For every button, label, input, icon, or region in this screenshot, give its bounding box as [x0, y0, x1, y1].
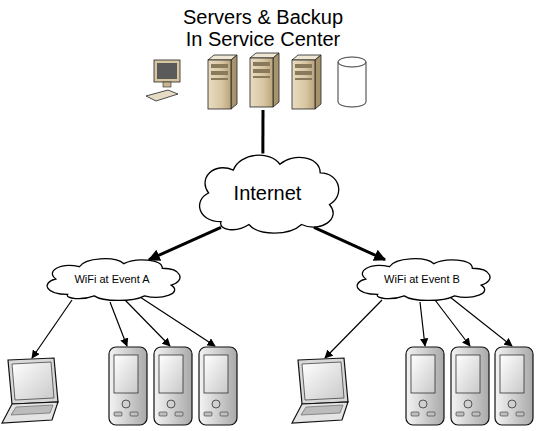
- laptop-icon: [2, 358, 58, 423]
- laptop-icon: [292, 358, 348, 423]
- backup-cylinder: [338, 57, 366, 107]
- pda-icon: [199, 347, 237, 425]
- connector-arrow: [314, 227, 385, 259]
- server-icon: [208, 55, 237, 109]
- workstation-icon: [146, 60, 180, 101]
- network-cloud: WiFi at Event B: [348, 256, 496, 302]
- pda-icon: [451, 347, 489, 425]
- group-heading: Servers & Backup In Service Center: [176, 6, 351, 50]
- network-cloud: WiFi at Event A: [38, 256, 186, 302]
- pda-icon: [154, 347, 192, 425]
- connector-arrow: [149, 227, 221, 259]
- pda-icon: [109, 347, 147, 425]
- network-cloud: Internet: [190, 150, 345, 236]
- server-icon: [250, 53, 279, 107]
- server-icon: [292, 55, 321, 109]
- pda-icon: [406, 347, 444, 425]
- cloud-label: WiFi at Event A: [74, 273, 149, 285]
- connector-line: [261, 110, 264, 153]
- server-group: Servers & Backup In Service Center: [143, 2, 383, 110]
- cloud-label: Internet: [234, 182, 302, 204]
- cloud-label: WiFi at Event B: [384, 273, 460, 285]
- pda-icon: [495, 347, 533, 425]
